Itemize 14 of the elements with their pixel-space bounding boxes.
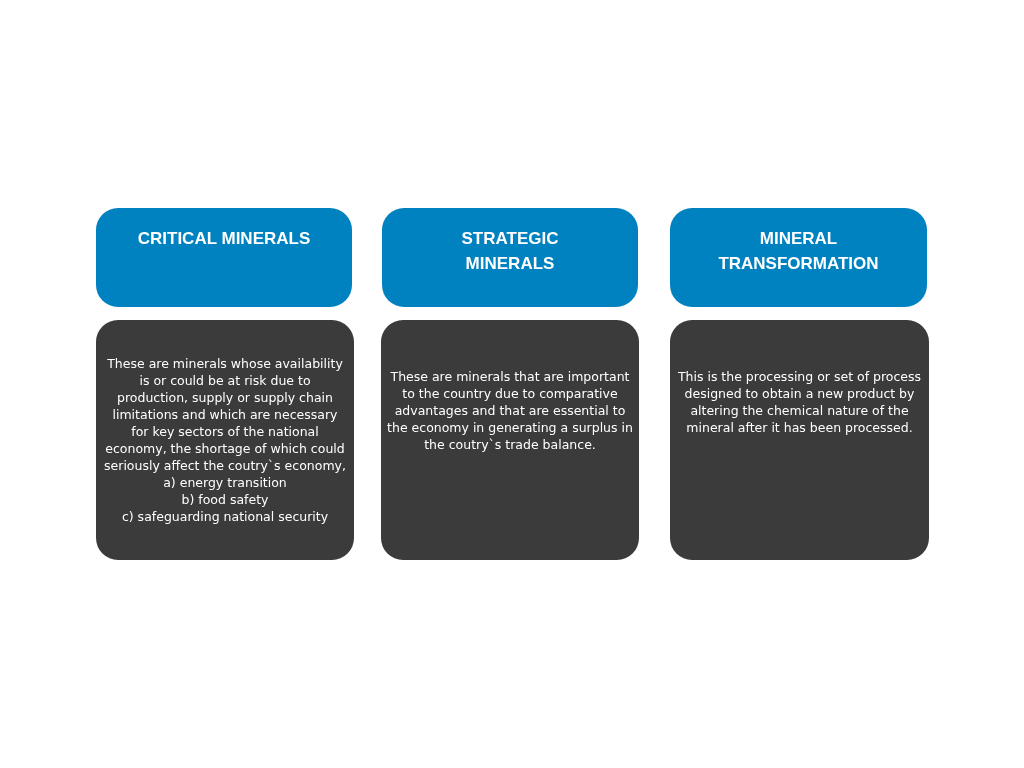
description-text: b) food safety <box>180 491 270 508</box>
header-box <box>382 208 638 307</box>
header-title: CRITICAL MINERALS <box>137 229 311 248</box>
header-box <box>96 208 352 307</box>
description-box <box>670 320 929 560</box>
description-text: This is the processing or set of process designed to obtain a new product by altering the chemical nature of the mineral after it has been processed. <box>676 368 923 436</box>
description-text: c) safeguarding national security <box>120 508 330 525</box>
description-text: These are minerals that are important to the country due to comparative advantages and that are essential to the economy in generating a surplus in the coutry`s trade balance. <box>386 368 634 453</box>
description-box <box>381 320 639 560</box>
header-title: STRATEGIC MINERALS <box>461 229 559 273</box>
header-title: MINERAL TRANSFORMATION <box>718 229 879 273</box>
description-box <box>96 320 354 560</box>
header-box <box>670 208 927 307</box>
description-text: a) energy transition <box>162 474 288 491</box>
